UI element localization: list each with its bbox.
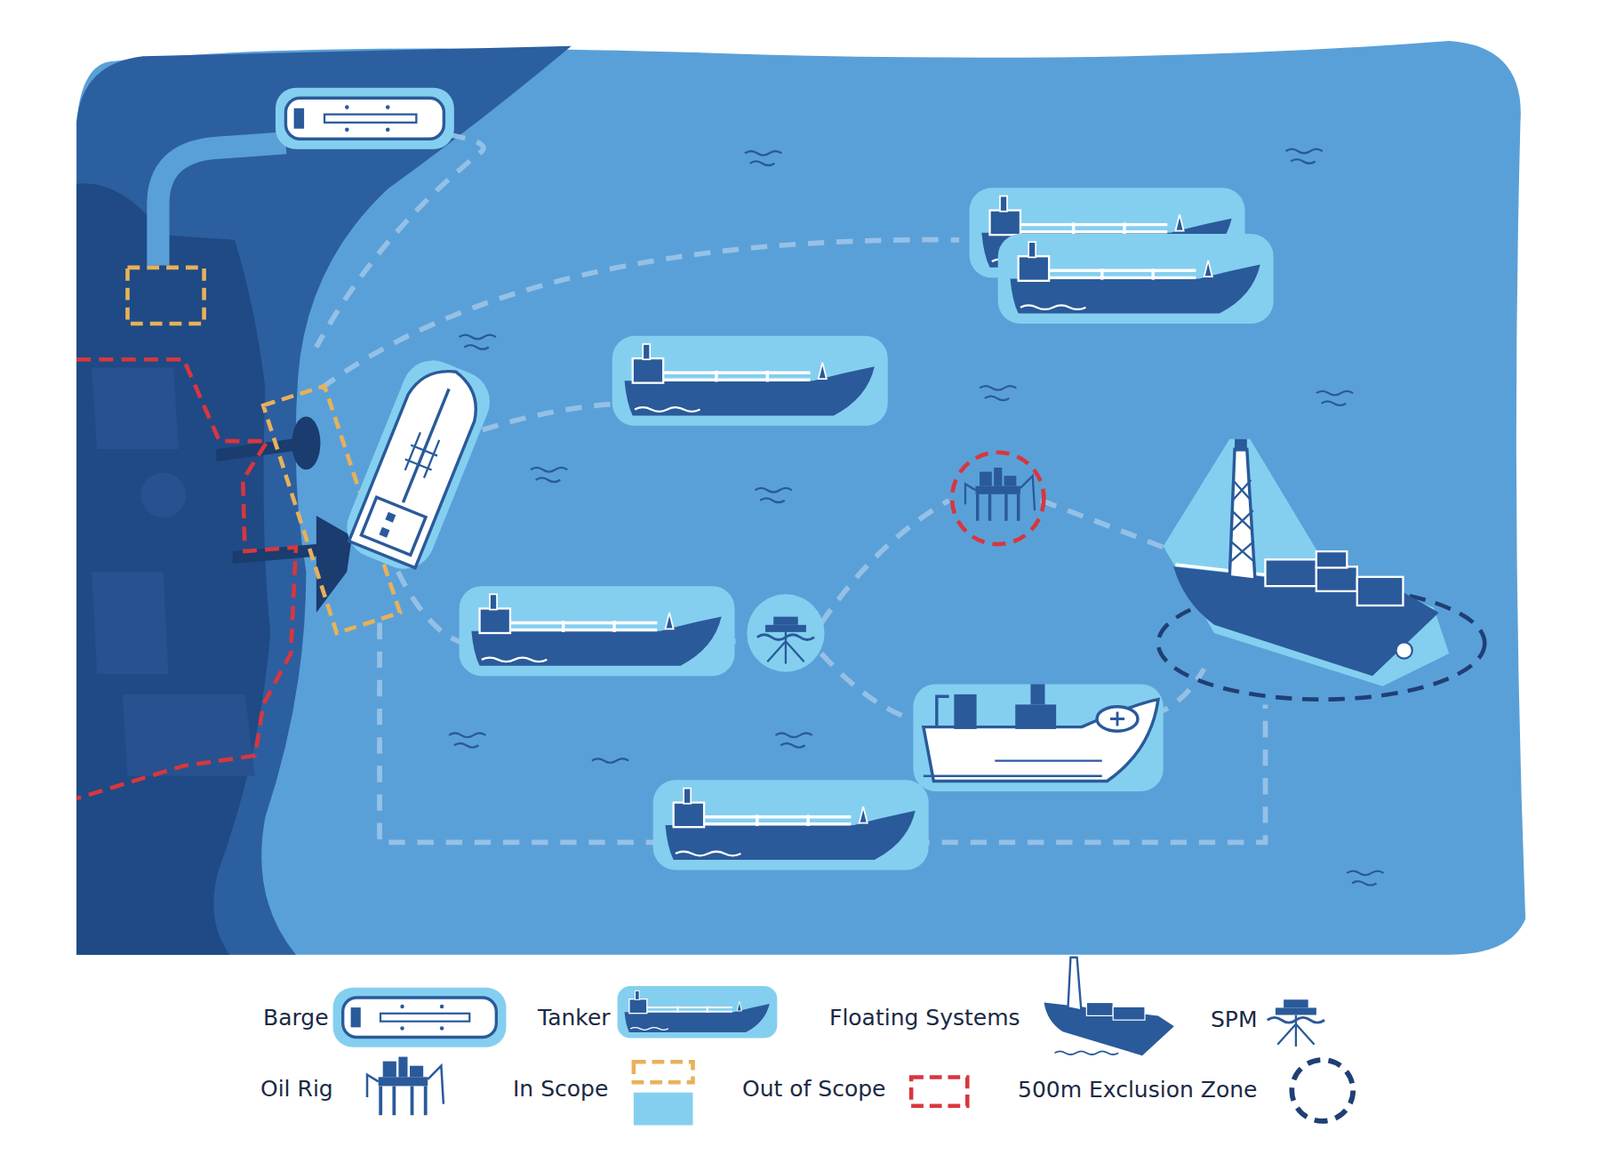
oil-rig-label: Oil Rig xyxy=(260,1075,334,1103)
out-of-scope-label: Out of Scope xyxy=(742,1075,886,1103)
in-scope-label: In Scope xyxy=(512,1075,608,1103)
floating-systems-label: Floating Systems xyxy=(829,1004,1021,1032)
legend-swatch xyxy=(633,1092,694,1126)
spm-label: SPM xyxy=(1210,1006,1258,1033)
tanker-label: Tanker xyxy=(537,1004,611,1032)
exclusion-zone-label: 500m Exclusion Zone xyxy=(1017,1076,1257,1104)
barge-label: Barge xyxy=(263,1004,329,1032)
